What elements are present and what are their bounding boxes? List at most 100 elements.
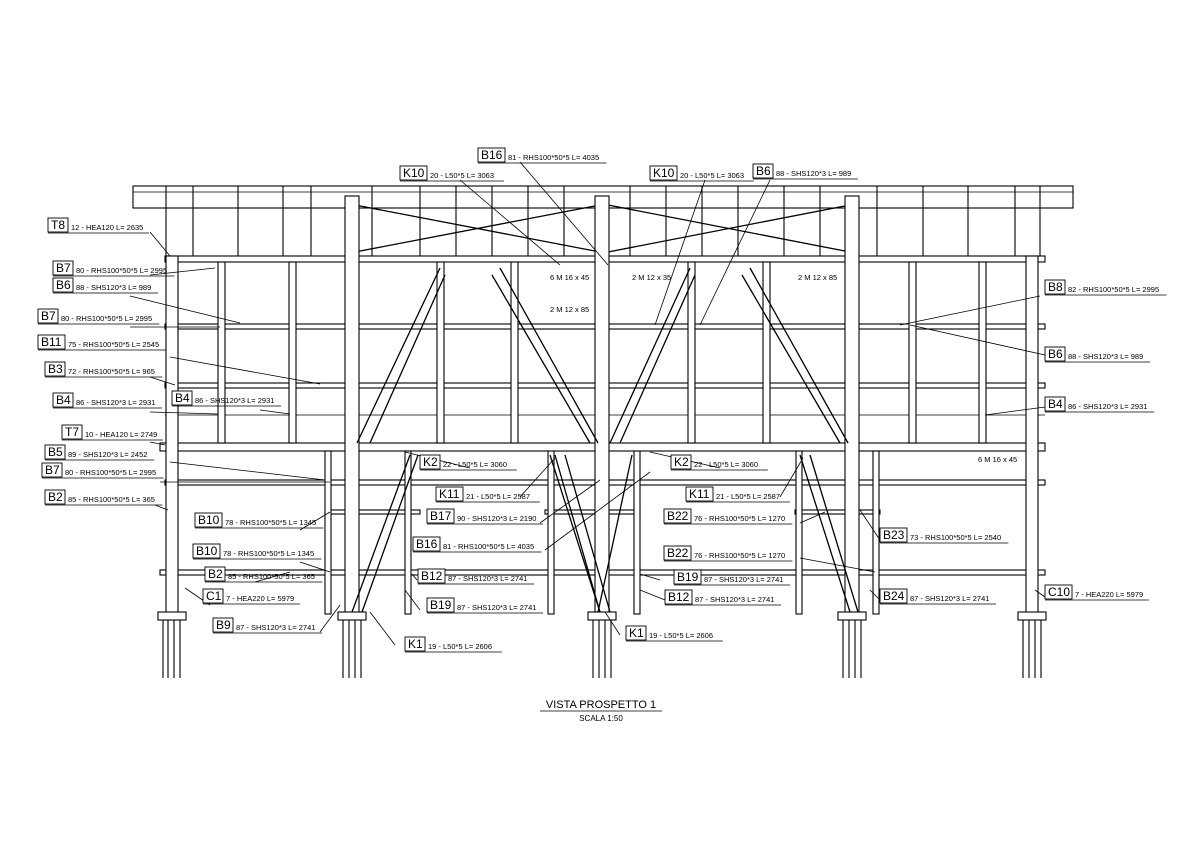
member-description: 80 - RHS100*50*5 L= 2995: [61, 314, 152, 323]
member-description: 87 - SHS120*3 L= 2741: [695, 595, 774, 604]
member-tag: K11: [689, 487, 710, 501]
member-tag: B16: [416, 537, 438, 551]
member-description: 88 - SHS120*3 L= 989: [776, 169, 851, 178]
drawing-title: VISTA PROSPETTO 1: [546, 699, 656, 711]
member-tag-box: [1044, 396, 1066, 412]
member-description: 22 - L50*5 L= 3060: [694, 460, 758, 469]
member-tag-box: [399, 165, 428, 181]
member-tag: B12: [421, 569, 443, 583]
member-description: 19 - L50*5 L= 2606: [649, 631, 713, 640]
member-tag: B22: [667, 509, 689, 523]
member-label: B4 86 - SHS120*3 L= 2931: [171, 390, 282, 407]
member-description: 87 - SHS120*3 L= 2741: [704, 575, 783, 584]
member-tag: K1: [408, 637, 423, 651]
member-tag-box: [47, 217, 69, 233]
member-tag: C1: [206, 589, 222, 603]
member-tag: B7: [56, 261, 71, 275]
leader-lines: [129, 161, 1046, 646]
member-tag: B23: [883, 528, 905, 542]
member-tag-box: [752, 163, 774, 179]
member-tag-box: [37, 334, 66, 350]
member-description: 85 - RHS100*50*5 L= 365: [68, 495, 155, 504]
member-description: 22 - L50*5 L= 3060: [443, 460, 507, 469]
member-tag: B3: [48, 362, 63, 376]
member-tag-box: [670, 454, 692, 470]
top-fins: [165, 186, 1041, 262]
member-tag-box: [426, 597, 455, 613]
member-label: B2 85 - RHS100*50*5 L= 365: [44, 489, 163, 506]
member-tag-box: [192, 543, 221, 559]
drawing-title-block: VISTA PROSPETTO 1 SCALA 1:50: [540, 699, 662, 723]
member-description: 87 - SHS120*3 L= 2741: [448, 574, 527, 583]
member-description: 7 - HEA220 L= 5979: [226, 594, 294, 603]
member-tag: B7: [41, 309, 56, 323]
bolt-note: 2 M 12 x 85: [550, 305, 589, 314]
member-tag-box: [435, 486, 464, 502]
member-tag: K10: [403, 166, 425, 180]
member-description: 81 - RHS100*50*5 L= 4035: [508, 153, 599, 162]
member-tag-box: [879, 527, 908, 543]
member-tag-box: [44, 489, 66, 505]
member-tag: B19: [430, 598, 452, 612]
member-tag-box: [37, 308, 59, 324]
structure: [132, 185, 1074, 678]
member-tag-box: [685, 486, 714, 502]
member-label: K10 20 - L50*5 L= 3063: [649, 165, 754, 182]
member-tag-box: [202, 588, 224, 604]
member-tag-box: [194, 512, 223, 528]
member-description: 78 - RHS100*50*5 L= 1345: [223, 549, 314, 558]
member-tag: B6: [756, 164, 771, 178]
member-tag: B17: [430, 509, 452, 523]
bolt-note: 2 M 12 x 35: [632, 273, 671, 282]
member-tag: B2: [48, 490, 63, 504]
member-tag-box: [879, 588, 908, 604]
member-description: 78 - RHS100*50*5 L= 1345: [225, 518, 316, 527]
member-description: 86 - SHS120*3 L= 2931: [76, 398, 155, 407]
member-tag-box: [404, 636, 426, 652]
member-tag-box: [61, 424, 83, 440]
member-tag: B7: [45, 463, 60, 477]
member-tag: B6: [1048, 347, 1063, 361]
member-label: B4 86 - SHS120*3 L= 2931: [52, 392, 163, 409]
member-tag: B22: [667, 546, 689, 560]
member-tag: B6: [56, 278, 71, 292]
member-description: 76 - RHS100*50*5 L= 1270: [694, 551, 785, 560]
member-description: 85 - RHS100*50*5 L= 365: [228, 572, 315, 581]
member-description: 20 - L50*5 L= 3063: [680, 171, 744, 180]
member-tag: B4: [175, 391, 190, 405]
member-tag: K2: [674, 455, 689, 469]
member-tag-box: [1044, 279, 1066, 295]
member-description: 21 - L50*5 L= 2587: [466, 492, 530, 501]
member-tag: B4: [56, 393, 71, 407]
member-description: 86 - SHS120*3 L= 2931: [195, 396, 274, 405]
member-tag: B11: [41, 335, 62, 349]
member-tag: K11: [439, 487, 460, 501]
member-tag-box: [44, 361, 66, 377]
member-tag: B10: [198, 513, 220, 527]
member-label: B12 87 - SHS120*3 L= 2741: [417, 568, 535, 585]
member-tag-box: [1044, 584, 1073, 600]
member-tag: K10: [653, 166, 675, 180]
member-description: 12 - HEA120 L= 2635: [71, 223, 143, 232]
member-description: 88 - SHS120*3 L= 989: [1068, 352, 1143, 361]
member-label: B22 76 - RHS100*50*5 L= 1270: [663, 545, 793, 562]
